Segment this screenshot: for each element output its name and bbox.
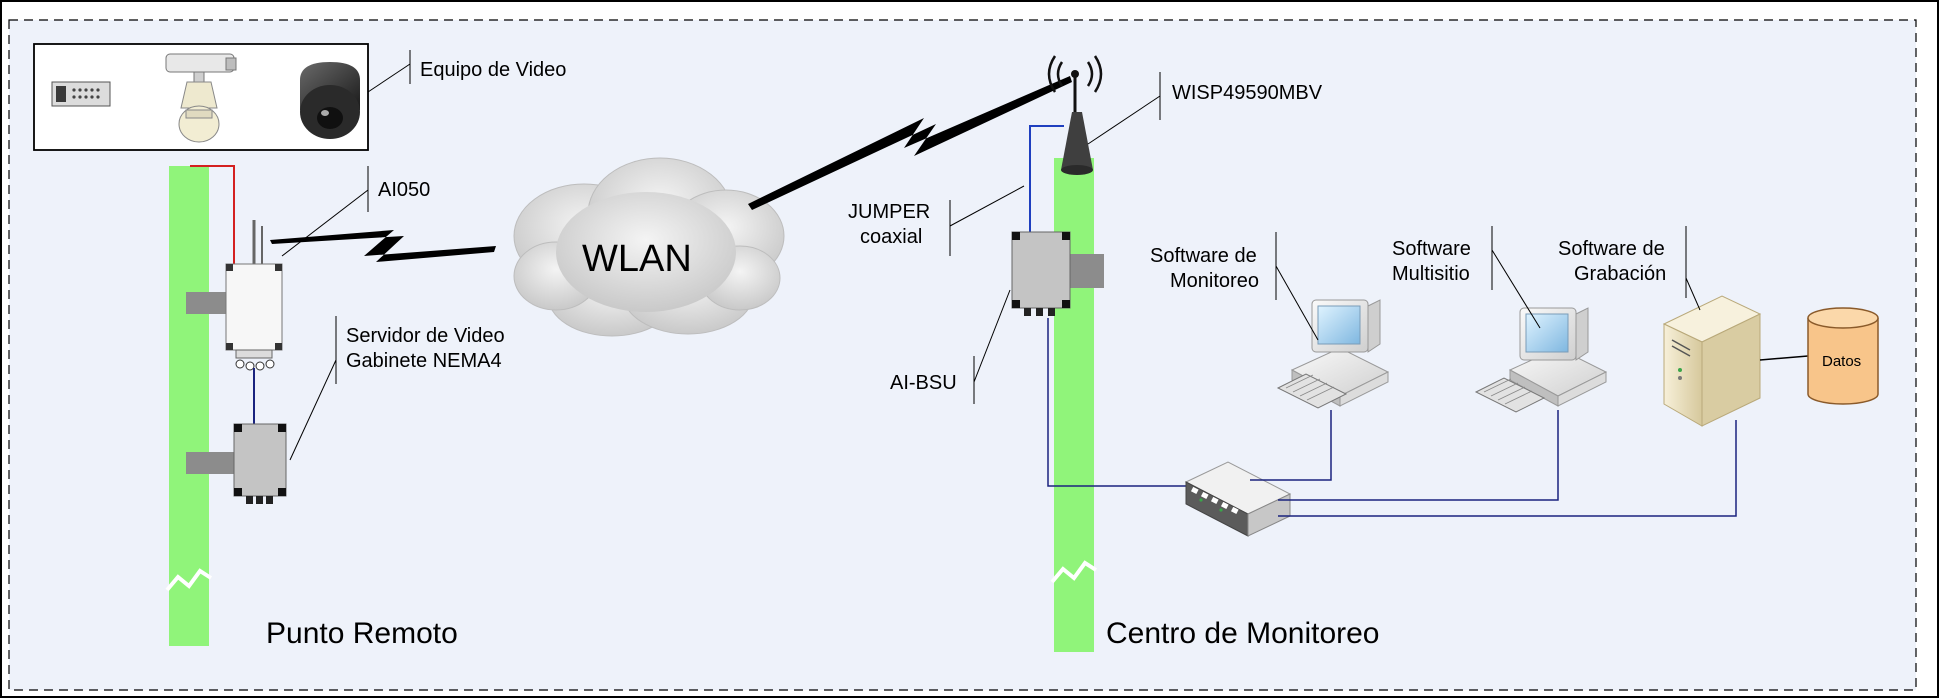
label-datos: Datos [1822, 353, 1861, 370]
left-pole [169, 166, 209, 646]
callout-lines-left [281, 50, 411, 461]
label-coaxial: coaxial [860, 226, 922, 248]
video-equipment-box [33, 43, 369, 151]
recording-server-icon [1662, 295, 1762, 427]
video-server-cabinet [186, 423, 287, 504]
wireless-link-left [270, 230, 496, 262]
ai-bsu-unit [1011, 231, 1104, 316]
callout-lines-right [949, 72, 1701, 404]
lan-cables [1250, 410, 1737, 517]
label-equipo-video: Equipo de Video [420, 59, 566, 81]
label-centro-monitoreo: Centro de Monitoreo [1106, 617, 1380, 650]
pole-break-right [1050, 560, 1098, 584]
video-encoder-icon [51, 81, 111, 107]
label-software-grabacion-1: Software de [1558, 238, 1665, 260]
pole-break-left [165, 568, 213, 592]
wireless-link-right [748, 76, 1072, 210]
computer-monitoreo-icon [1276, 299, 1390, 409]
label-servidor-video: Servidor de Video [346, 325, 505, 347]
label-software-grabacion-2: Grabación [1574, 263, 1666, 285]
label-jumper: JUMPER [848, 201, 930, 223]
computer-multisitio-icon [1474, 307, 1608, 413]
bsu-to-switch-cable [1047, 318, 1196, 487]
dome-camera-icon [300, 62, 360, 139]
ptz-camera-icon [165, 53, 237, 143]
label-software-multisitio-1: Software [1392, 238, 1471, 260]
wlan-label: WLAN [582, 238, 692, 280]
label-software-multisitio-2: Multisitio [1392, 263, 1470, 285]
server-to-db-cable [1759, 355, 1809, 361]
jumper-coax-cable [1029, 125, 1064, 236]
database-icon: Datos [1807, 307, 1879, 405]
network-switch-icon [1184, 461, 1292, 537]
label-punto-remoto: Punto Remoto [266, 617, 458, 650]
wlan-cloud: WLAN [513, 157, 785, 337]
label-software-monitoreo-2: Monitoreo [1170, 270, 1259, 292]
label-ai-bsu: AI-BSU [890, 372, 957, 394]
label-software-monitoreo-1: Software de [1150, 245, 1257, 267]
wisp-antenna [1047, 55, 1103, 175]
label-ai050: AI050 [378, 179, 430, 201]
ai050-radio-unit [186, 220, 283, 371]
label-gabinete-nema4: Gabinete NEMA4 [346, 350, 502, 372]
power-cable [190, 165, 235, 266]
label-wisp: WISP49590MBV [1172, 82, 1323, 104]
